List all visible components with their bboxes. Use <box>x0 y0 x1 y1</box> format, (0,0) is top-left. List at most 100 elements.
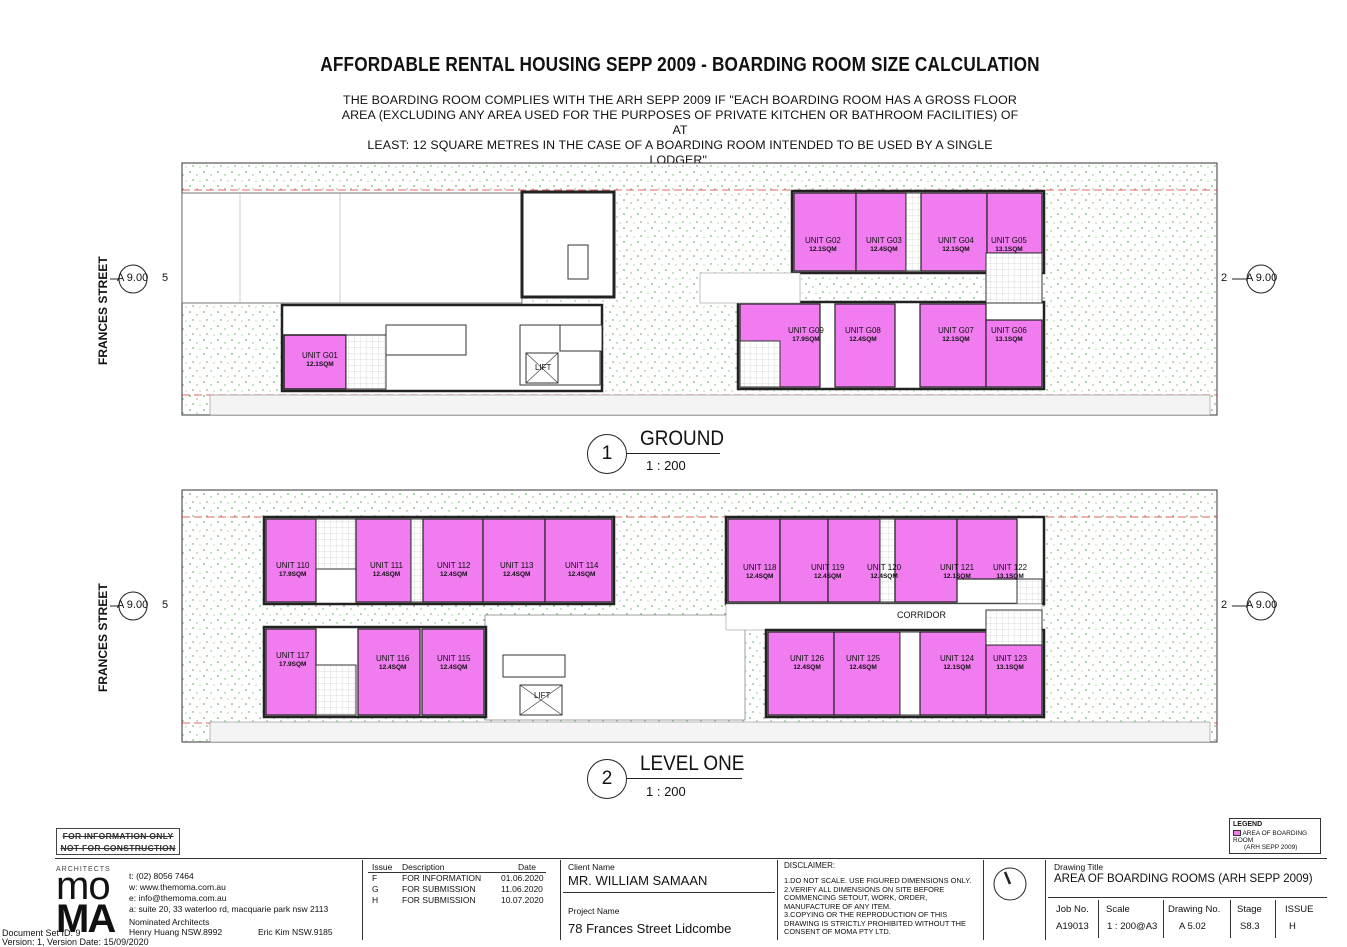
section-marker-right-ground <box>1232 264 1276 294</box>
street-label: FRANCES STREET <box>96 583 110 692</box>
issue-code: G <box>372 884 379 894</box>
disclaimer-line: 2.VERIFY ALL DIMENSIONS ON SITE BEFORE <box>784 884 945 894</box>
disclaimer-text: 1.DO NOT SCALE. USE FIGURED DIMENSIONS O… <box>784 876 972 937</box>
issue-description: FOR SUBMISSION <box>402 884 476 894</box>
firm-web: w: www.themoma.com.au <box>129 882 226 892</box>
legend-swatch <box>1233 830 1241 837</box>
logo-ma: MA <box>56 897 116 941</box>
stamp-line: NOT FOR CONSTRUCTION <box>60 843 176 853</box>
logo-architects: ARCHITECTS <box>56 866 111 873</box>
issue-description: FOR SUBMISSION <box>402 895 476 905</box>
job-number: A19013 <box>1056 921 1089 932</box>
sheet-description: THE BOARDING ROOM COMPLIES WITH THE ARH … <box>340 93 1020 168</box>
issue-description: FOR INFORMATION <box>402 873 482 883</box>
scale-value: 1 : 200@A3 <box>1107 921 1158 932</box>
plan-scale: 1 : 200 <box>646 784 686 799</box>
job-number-label: Job No. <box>1056 904 1089 915</box>
disclaimer-label: DISCLAIMER: <box>784 861 836 870</box>
disclaimer-line: 3.COPYING OR THE REPRODUCTION OF THIS <box>784 910 948 919</box>
north-arrow-icon <box>993 867 1027 901</box>
drawing-title-label: Drawing Title <box>1054 862 1104 872</box>
scale-label: Scale <box>1106 904 1130 915</box>
title-block <box>55 858 1327 938</box>
plan-title-underline <box>627 453 720 454</box>
level-one-floor-plan <box>181 489 1218 743</box>
ground-floor-plan <box>181 162 1218 416</box>
sheet-title: AFFORDABLE RENTAL HOUSING SEPP 2009 - BO… <box>320 54 1040 76</box>
divider <box>362 860 363 940</box>
disclaimer-line: 1.DO NOT SCALE. USE FIGURED DIMENSIONS O… <box>784 876 972 885</box>
plan-scale: 1 : 200 <box>646 458 686 473</box>
project-label: Project Name <box>568 906 620 916</box>
info-stamp: FOR INFORMATION ONLY NOT FOR CONSTRUCTIO… <box>56 828 180 855</box>
divider <box>560 860 561 940</box>
plan-name: LEVEL ONE <box>640 752 745 775</box>
divider <box>1275 900 1276 938</box>
issue-code: F <box>372 873 378 883</box>
lift-label: LIFT <box>534 691 551 700</box>
firm-address: a: suite 20, 33 waterloo rd, macquarie p… <box>129 904 329 914</box>
divider <box>1045 860 1046 940</box>
plan-number: 1 <box>587 434 627 474</box>
section-marker-right-level-one <box>1232 591 1276 621</box>
disclaimer-line: COMMENCING SETOUT, WORK, ORDER, <box>784 893 928 902</box>
firm-email: e: info@themoma.com.au <box>129 893 227 903</box>
section-marker-ref: A 9.00 <box>1246 599 1278 611</box>
disclaimer-line: DRAWING IS STRICTLY PROHIBITED WITHOUT T… <box>784 918 966 928</box>
stage-value: S8.3 <box>1240 921 1260 932</box>
stage-label: Stage <box>1237 904 1262 915</box>
section-marker-ref: A 9.00 <box>1246 272 1278 284</box>
section-marker-num: 5 <box>162 272 169 284</box>
divider <box>1163 900 1164 938</box>
firm-architect-1: Henry Huang NSW.8992 <box>129 927 223 937</box>
client-label: Client Name <box>568 862 615 872</box>
description-line: AREA (EXCLUDING ANY AREA USED FOR THE PU… <box>341 108 1019 137</box>
lift-label: LIFT <box>535 363 552 372</box>
issue-date: 11.06.2020 <box>501 884 543 894</box>
drawing-title: AREA OF BOARDING ROOMS (ARH SEPP 2009) <box>1054 873 1313 885</box>
divider <box>1098 900 1099 938</box>
issue-code: H <box>372 895 379 905</box>
client-name: MR. WILLIAM SAMAAN <box>568 873 708 888</box>
issue-label: ISSUE <box>1285 904 1314 915</box>
logo-mo: mo <box>56 864 111 908</box>
issue-date-header: Date <box>518 862 536 872</box>
section-marker-num: 2 <box>1221 272 1228 284</box>
legend: LEGEND AREA OF BOARDING ROOM (ARH SEPP 2… <box>1229 818 1321 854</box>
legend-title: LEGEND <box>1233 821 1263 828</box>
issue-description-header: Description <box>402 862 445 872</box>
legend-item-label: AREA OF BOARDING ROOM <box>1233 830 1308 844</box>
firm-architect-2: Eric Kim NSW.9185 <box>258 927 333 937</box>
issue-date: 01.06.2020 <box>501 873 544 883</box>
divider <box>983 860 984 940</box>
issue-header: Issue <box>372 862 393 872</box>
section-marker-left-ground <box>110 264 148 294</box>
corridor-label: CORRIDOR <box>897 610 946 620</box>
divider <box>1230 900 1231 938</box>
drawing-number-label: Drawing No. <box>1168 904 1221 915</box>
divider <box>1048 897 1327 898</box>
project-name: 78 Frances Street Lidcombe <box>568 921 732 936</box>
divider <box>777 860 778 940</box>
section-marker-num: 5 <box>162 599 169 611</box>
document-set-id: Document Set ID: 9 <box>2 928 81 938</box>
